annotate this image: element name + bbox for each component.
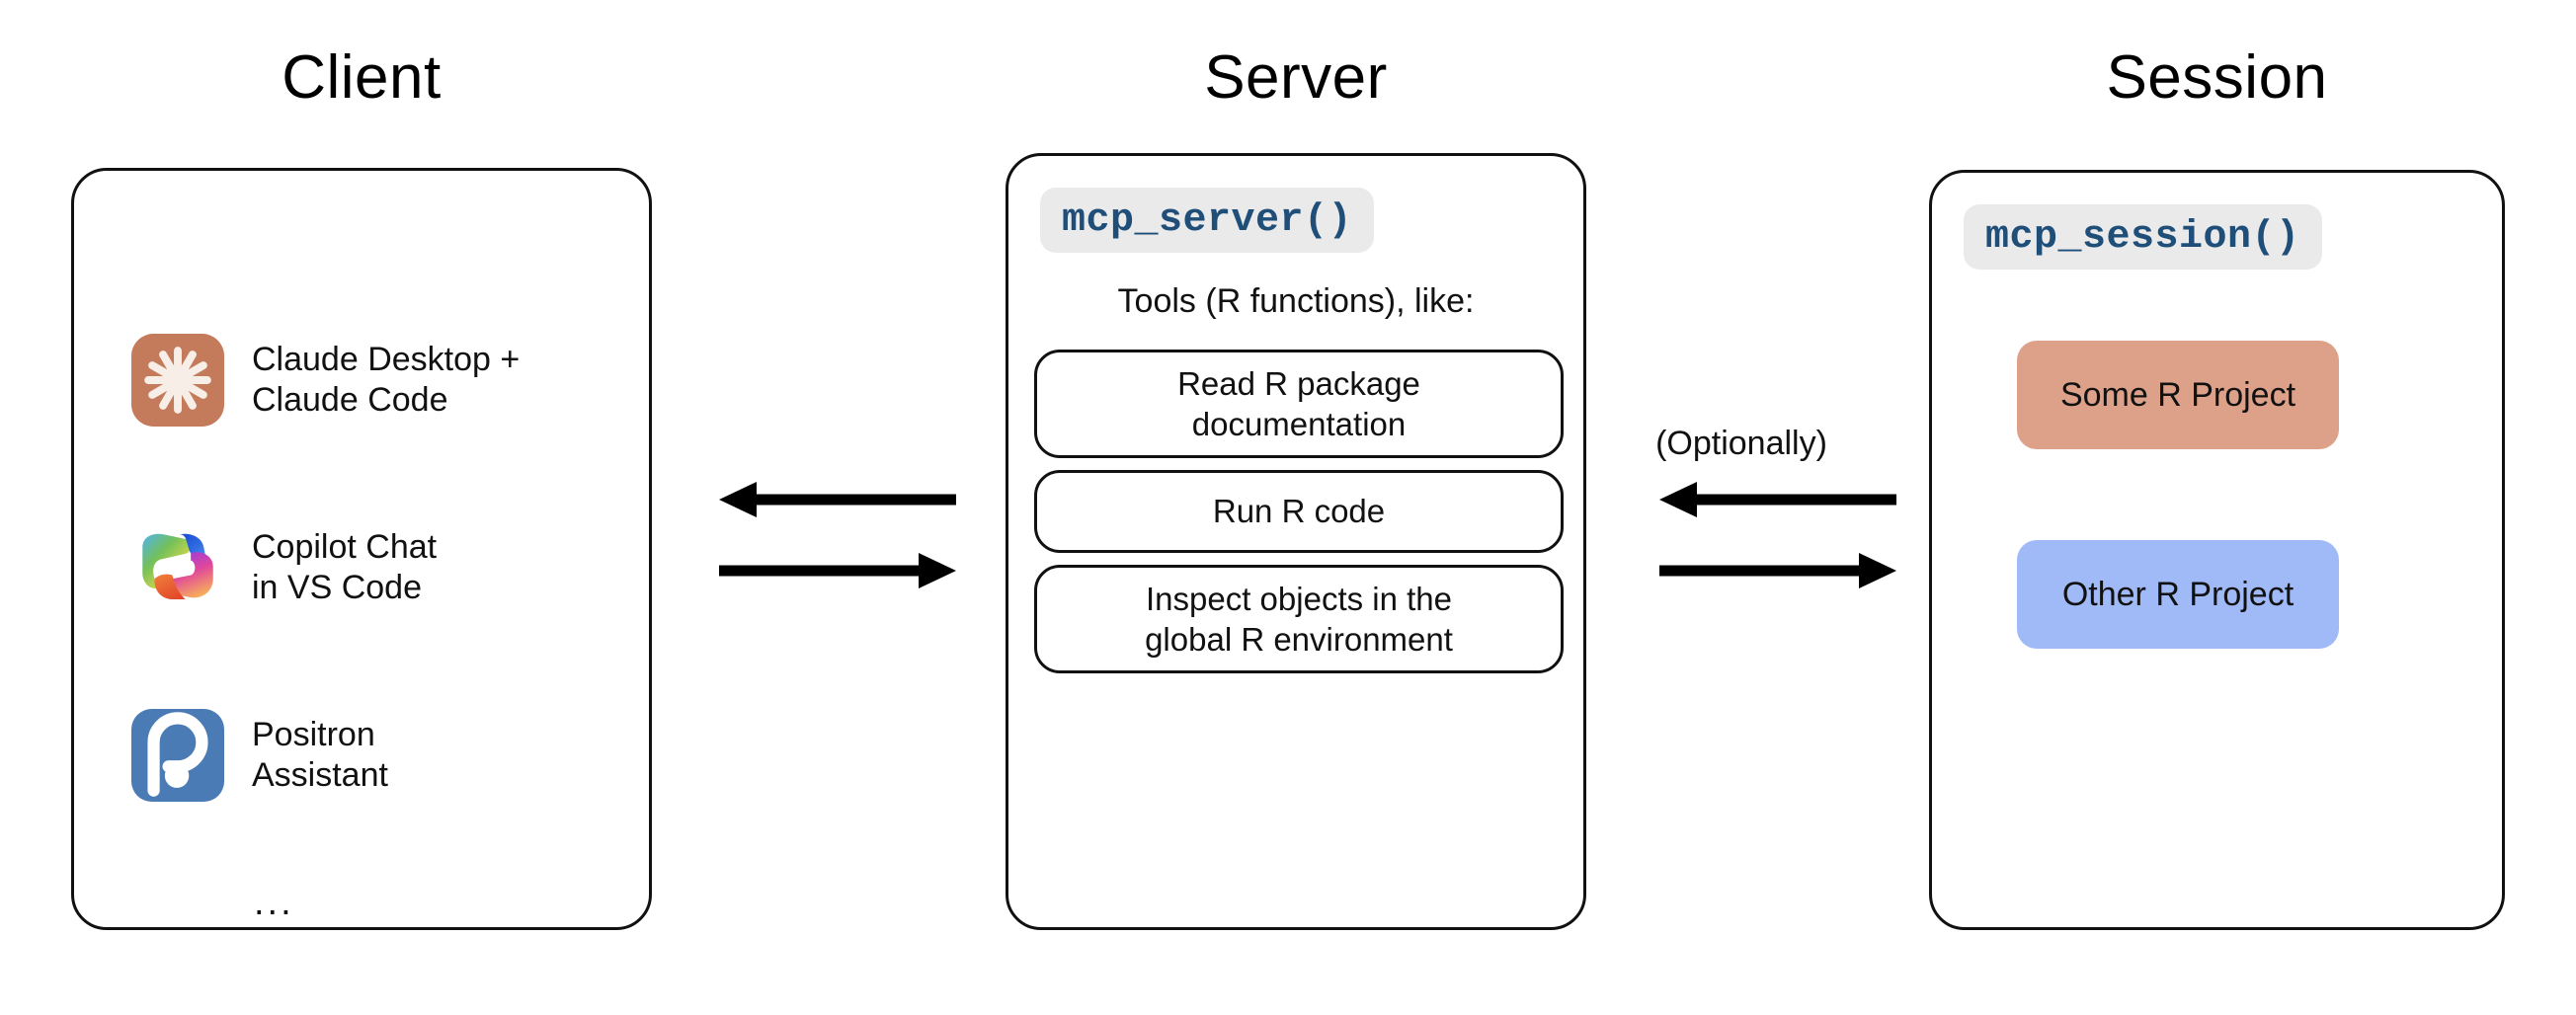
client-item-positron: Positron Assistant — [131, 709, 388, 802]
tool-box-run-code[interactable]: Run R code — [1034, 470, 1564, 553]
server-panel: mcp_server() Tools (R functions), like: … — [1006, 153, 1586, 930]
positron-icon — [131, 709, 224, 802]
client-item-label: Positron Assistant — [252, 715, 388, 794]
client-more-indicator: ... — [254, 882, 294, 923]
optionally-label: (Optionally) — [1655, 425, 1827, 462]
session-panel: mcp_session() Some R Project Other R Pro… — [1929, 170, 2505, 930]
client-item-copilot: Copilot Chat in VS Code — [131, 521, 437, 614]
tools-caption: Tools (R functions), like: — [1117, 282, 1475, 320]
arrow-left-icon — [719, 482, 956, 517]
mcp-server-code-chip: mcp_server() — [1040, 188, 1375, 253]
project-box-some-r-project[interactable]: Some R Project — [2017, 341, 2339, 449]
column-title-server: Server — [1204, 43, 1388, 112]
client-item-label: Copilot Chat in VS Code — [252, 527, 438, 606]
client-item-claude: Claude Desktop + Claude Code — [131, 334, 520, 427]
client-item-label: Claude Desktop + Claude Code — [252, 340, 521, 419]
column-title-client: Client — [282, 43, 442, 112]
arrow-right-icon — [719, 553, 956, 588]
copilot-icon — [131, 521, 224, 614]
connector-client-server — [709, 474, 966, 617]
tool-box-read-docs[interactable]: Read R package documentation — [1034, 350, 1564, 458]
arrow-left-icon — [1659, 482, 1896, 517]
arrow-right-icon — [1659, 553, 1896, 588]
column-title-session: Session — [2106, 43, 2328, 112]
connector-server-session — [1650, 474, 1906, 617]
mcp-session-code-chip: mcp_session() — [1964, 204, 2322, 270]
claude-icon — [131, 334, 224, 427]
project-box-other-r-project[interactable]: Other R Project — [2017, 540, 2339, 649]
client-panel: Claude Desktop + Claude Code — [71, 168, 652, 930]
tool-box-inspect-objects[interactable]: Inspect objects in the global R environm… — [1034, 565, 1564, 673]
